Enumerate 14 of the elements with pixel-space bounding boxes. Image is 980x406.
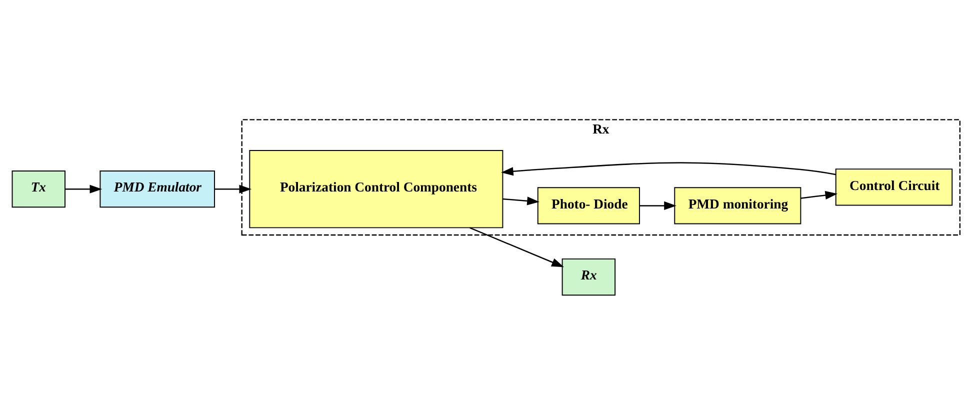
arrow <box>65 184 102 193</box>
arrow <box>502 196 540 205</box>
node-box: Photo- Diode <box>537 186 640 224</box>
arrow <box>800 190 838 200</box>
arrow <box>640 200 676 210</box>
arrow <box>214 184 252 193</box>
node-box: Rx <box>562 258 616 296</box>
arrow <box>470 226 564 267</box>
node-box: Tx <box>12 170 66 208</box>
node-box: PMD Emulator <box>100 170 215 208</box>
node-box: PMD monitoring <box>674 186 802 224</box>
node-box: Polarization Control Components <box>249 150 504 228</box>
node-box: Control Circuit <box>835 168 953 206</box>
arrow <box>501 162 836 176</box>
